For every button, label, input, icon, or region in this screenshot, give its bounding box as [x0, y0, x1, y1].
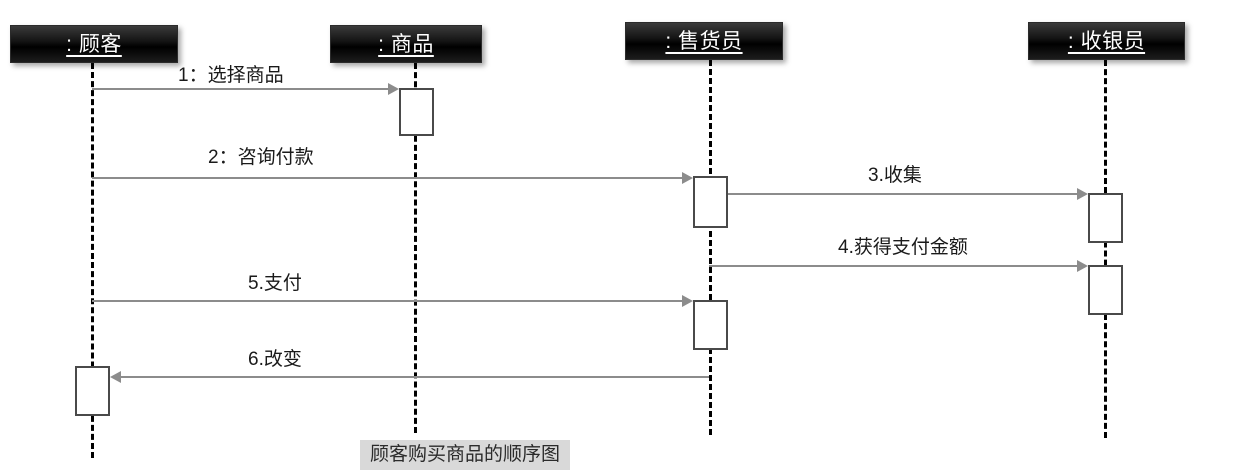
message-label-6: 6.改变: [248, 349, 302, 370]
lifeline-label-product: : 商品: [378, 32, 434, 56]
lifeline-header-cashier[interactable]: : 收银员: [1028, 22, 1185, 60]
diagram-caption: 顾客购买商品的顺序图: [360, 440, 571, 470]
lifeline-stem-customer: [91, 63, 94, 458]
activation-cashier-1: [1088, 193, 1123, 243]
message-arrowhead-4: [1077, 260, 1088, 272]
message-line-2: [92, 177, 682, 179]
lifeline-header-customer[interactable]: : 顾客: [10, 25, 178, 63]
lifeline-stem-salesperson: [709, 60, 712, 435]
message-arrowhead-2: [682, 172, 693, 184]
message-arrowhead-1: [388, 83, 399, 95]
message-arrowhead-6: [110, 371, 121, 383]
lifeline-stem-cashier: [1104, 60, 1107, 438]
message-arrowhead-3: [1077, 188, 1088, 200]
message-line-5: [92, 300, 682, 302]
message-line-1: [92, 88, 388, 90]
lifeline-label-salesperson: : 售货员: [665, 29, 743, 53]
message-label-5: 5.支付: [248, 273, 302, 294]
message-arrowhead-5: [682, 295, 693, 307]
activation-product-1: [399, 88, 434, 136]
lifeline-header-product[interactable]: : 商品: [330, 25, 482, 63]
message-line-3: [728, 193, 1077, 195]
activation-salesperson-1: [693, 176, 728, 228]
lifeline-label-customer: : 顾客: [66, 32, 122, 56]
activation-customer-1: [75, 366, 110, 416]
message-label-2: 2：咨询付款: [208, 147, 314, 168]
lifeline-label-cashier: : 收银员: [1067, 29, 1146, 53]
message-line-6: [121, 376, 709, 378]
activation-salesperson-2: [693, 300, 728, 350]
lifeline-header-salesperson[interactable]: : 售货员: [625, 22, 783, 60]
message-label-1: 1：选择商品: [178, 65, 284, 86]
lifeline-stem-product: [414, 63, 417, 433]
message-line-4: [709, 265, 1077, 267]
activation-cashier-2: [1088, 265, 1123, 315]
message-label-4: 4.获得支付金额: [838, 237, 968, 258]
message-label-3: 3.收集: [868, 165, 922, 186]
